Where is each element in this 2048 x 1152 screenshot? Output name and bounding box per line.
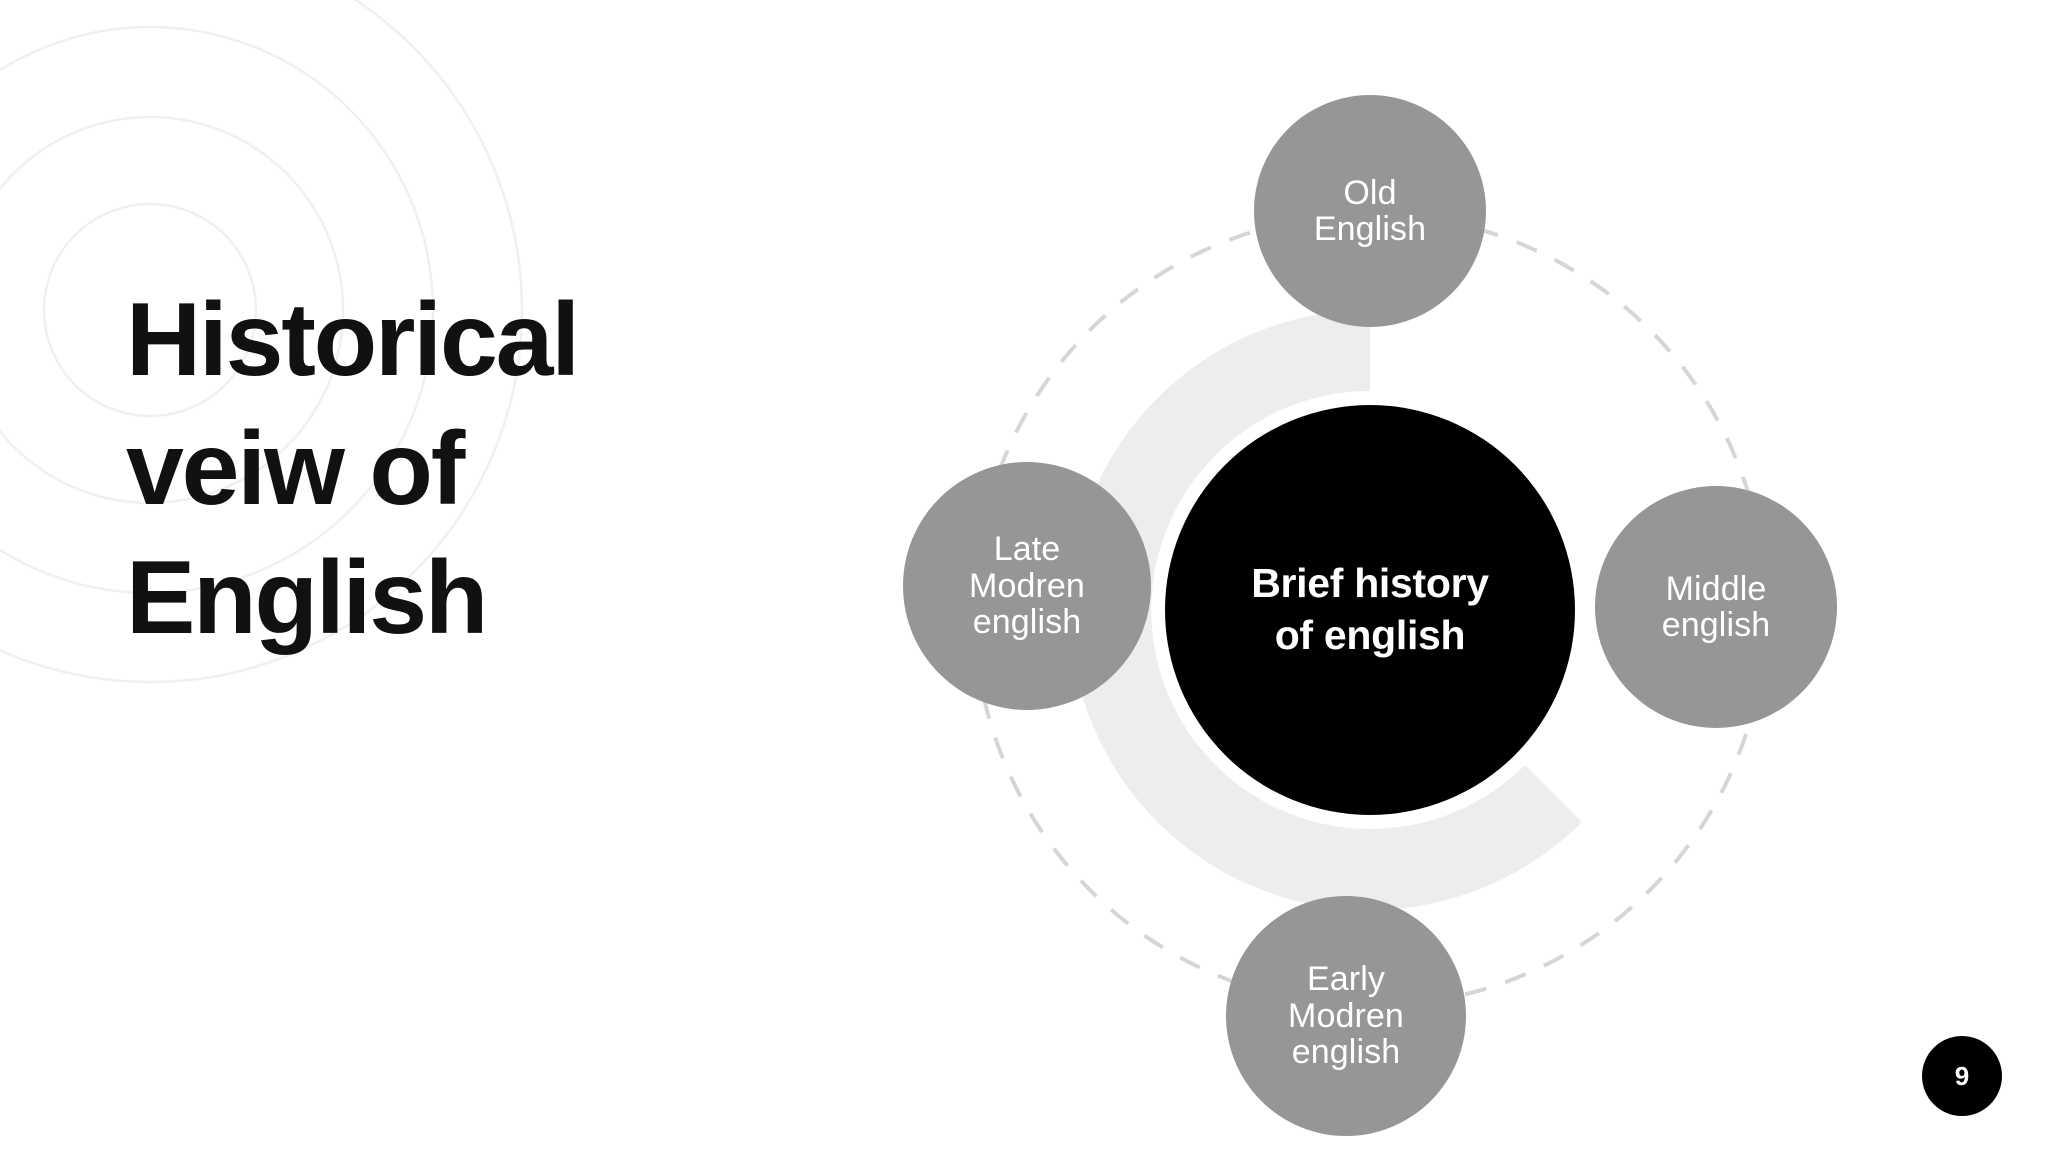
diagram-node-late-modren-english-label: Late Modren english bbox=[963, 531, 1091, 640]
node-late-modren-line-1: Late bbox=[993, 530, 1061, 569]
diagram-node-late-modren-english[interactable]: Late Modren english bbox=[903, 462, 1151, 710]
diagram-node-early-modren-english[interactable]: Early Modren english bbox=[1226, 896, 1466, 1136]
page-title-line-2: veiw of bbox=[126, 410, 465, 527]
page-title-line-1: Historical bbox=[126, 282, 580, 398]
diagram-node-middle-english[interactable]: Middle english bbox=[1595, 486, 1837, 728]
progress-arc bbox=[1069, 309, 1583, 910]
node-early-modren-line-2: Modren bbox=[1288, 996, 1404, 1035]
page-number-badge: 9 bbox=[1922, 1036, 2002, 1116]
diagram-node-middle-english-label: Middle english bbox=[1656, 569, 1776, 644]
node-old-english-line-1: Old bbox=[1343, 173, 1397, 212]
node-middle-english-line-2: english bbox=[1661, 606, 1771, 644]
diagram-center-label-line-2: of english bbox=[1274, 612, 1466, 658]
diagram-node-old-english-label: Old English bbox=[1308, 173, 1432, 248]
diagram-center-node[interactable]: Brief history of english bbox=[1165, 405, 1575, 815]
node-old-english-line-2: English bbox=[1313, 210, 1427, 248]
page-number-value: 9 bbox=[1954, 1060, 1970, 1091]
node-late-modren-line-2: Modren bbox=[969, 566, 1085, 605]
diagram-node-early-modren-english-label: Early Modren english bbox=[1282, 961, 1410, 1070]
diagram-node-old-english[interactable]: Old English bbox=[1254, 95, 1486, 327]
node-late-modren-line-3: english bbox=[972, 603, 1082, 642]
node-early-modren-line-1: Early bbox=[1307, 960, 1385, 999]
page-title: Historical veiw of English bbox=[126, 276, 746, 663]
diagram-center-label-line-1: Brief history bbox=[1251, 560, 1489, 607]
page-title-line-3: English bbox=[126, 539, 488, 656]
node-early-modren-line-3: english bbox=[1291, 1033, 1401, 1072]
node-middle-english-line-1: Middle bbox=[1665, 569, 1767, 608]
diagram-center-label: Brief history of english bbox=[1251, 558, 1489, 661]
